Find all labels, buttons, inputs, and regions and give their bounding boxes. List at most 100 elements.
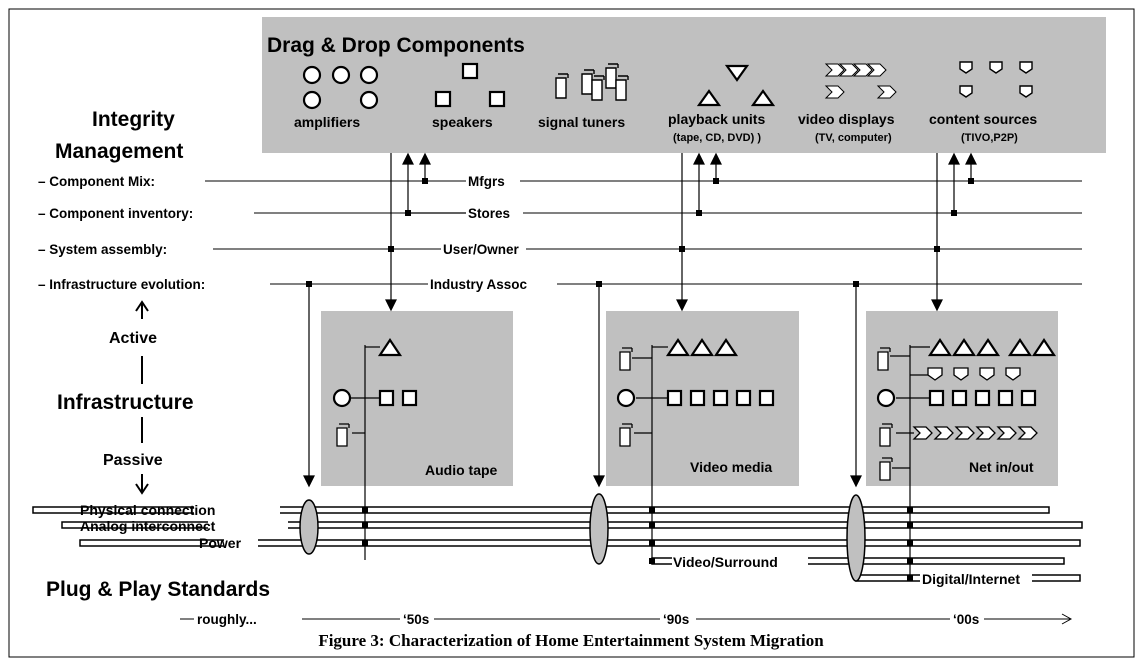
integrity-row-label-infrastructure-evolution: – Infrastructure evolution: [38, 277, 205, 292]
connector-ellipse [846, 494, 866, 582]
triangle-icon [927, 338, 953, 357]
chevron-icon [1017, 426, 1038, 440]
chevron-icon [824, 85, 845, 99]
chevron-icon [996, 426, 1017, 440]
timeline-axis [180, 613, 1073, 625]
pentagon-icon [1019, 85, 1033, 98]
component-label-speakers[interactable]: speakers [432, 114, 493, 130]
timeline-start: roughly... [197, 612, 257, 627]
triangle-icon [377, 338, 403, 357]
triangle-icon [665, 338, 691, 357]
panel-label-audio-tape: Audio tape [425, 462, 498, 478]
circle-icon [359, 90, 379, 110]
integrity-title-line2: Management [55, 140, 183, 163]
drag-drop-title: Drag & Drop Components [267, 34, 525, 57]
triangle-icon [1007, 338, 1033, 357]
tuner-icon [615, 75, 629, 101]
circle-icon [359, 65, 379, 85]
chevron-icon [866, 63, 887, 77]
triangle-icon [724, 64, 750, 82]
standard-line-physical-connection [32, 506, 1050, 514]
tuner-icon [555, 73, 569, 99]
standard-label-physical-connection: Physical connection [80, 502, 215, 518]
component-sub-playback-units: (tape, CD, DVD) ) [673, 132, 761, 144]
amplifiers-icon-group[interactable] [302, 65, 379, 110]
standard-label-analog-interconnect: Analog interconnect [80, 518, 216, 534]
chevron-icon [975, 426, 996, 440]
panel-label-net-in-out: Net in/out [969, 459, 1034, 475]
chevron-icon [933, 426, 954, 440]
integrity-title-line1: Integrity [92, 108, 175, 131]
square-icon [928, 389, 945, 407]
integrity-row-label-component-inventory: – Component inventory: [38, 206, 193, 221]
video-displays-icon-group[interactable] [824, 63, 897, 99]
pentagon-icon [959, 61, 973, 74]
pentagon-icon [959, 85, 973, 98]
component-label-amplifiers[interactable]: amplifiers [294, 114, 360, 130]
square-icon [401, 389, 418, 407]
tuner-icon [877, 347, 891, 371]
square-icon [758, 389, 775, 407]
standards-title: Plug & Play Standards [46, 578, 270, 601]
square-icon [1020, 389, 1037, 407]
playback-units-icon-group[interactable] [696, 64, 776, 107]
square-icon [997, 389, 1014, 407]
chevron-icon [824, 63, 845, 77]
panel-label-video-media: Video media [690, 459, 772, 475]
integrity-row-label-system-assembly: – System assembly: [38, 242, 167, 257]
circle-icon [302, 65, 322, 85]
tuner-icon [879, 423, 893, 447]
square-icon [974, 389, 991, 407]
square-icon [488, 90, 506, 108]
signal-tuners-icon-group[interactable] [555, 63, 629, 101]
chevron-icon [852, 63, 873, 77]
tuner-icon [581, 69, 595, 95]
chevron-icon [876, 85, 897, 99]
component-label-playback-units[interactable]: playback units [668, 111, 765, 127]
tuner-icon [336, 423, 350, 447]
pentagon-icon [979, 367, 995, 381]
pentagon-icon [1005, 367, 1021, 381]
square-icon [951, 389, 968, 407]
connector-ellipse [299, 499, 319, 555]
integrity-row-center-stores: Stores [468, 206, 510, 221]
tuner-icon [879, 457, 893, 481]
pentagon-icon [989, 61, 1003, 74]
triangle-icon [975, 338, 1001, 357]
pentagon-icon [1019, 61, 1033, 74]
component-label-video-displays[interactable]: video displays [798, 111, 895, 127]
pentagon-icon [953, 367, 969, 381]
content-sources-icon-group[interactable] [959, 61, 1033, 98]
chevron-icon [838, 63, 859, 77]
standard-line-power [79, 539, 1081, 547]
tuner-icon [619, 347, 633, 371]
chevron-icon [954, 426, 975, 440]
square-icon [666, 389, 683, 407]
square-icon [712, 389, 729, 407]
circle-icon [876, 388, 896, 408]
speakers-icon-group[interactable] [434, 62, 506, 108]
component-label-content-sources[interactable]: content sources [929, 111, 1037, 127]
timeline-era-50s: ‘50s [403, 612, 429, 627]
timeline-era-90s: ‘90s [663, 612, 689, 627]
triangle-icon [750, 89, 776, 107]
component-label-signal-tuners[interactable]: signal tuners [538, 114, 625, 130]
component-sub-content-sources: (TIVO,P2P) [961, 132, 1018, 144]
figure-border [8, 8, 1135, 658]
square-icon [461, 62, 479, 80]
pentagon-icon [927, 367, 943, 381]
triangle-icon [696, 89, 722, 107]
square-icon [689, 389, 706, 407]
square-icon [434, 90, 452, 108]
integrity-row-center-industry-assoc: Industry Assoc [430, 277, 528, 292]
drag-drop-panel [262, 17, 1106, 153]
circle-icon [332, 388, 352, 408]
tuner-icon [619, 423, 633, 447]
active-passive-axis [135, 300, 149, 495]
triangle-icon [1031, 338, 1057, 357]
circle-icon [331, 65, 351, 85]
standard-label-digital-internet: Digital/Internet [922, 571, 1020, 587]
figure-caption: Figure 3: Characterization of Home Enter… [318, 631, 824, 650]
standard-line-analog-interconnect [61, 521, 1083, 529]
